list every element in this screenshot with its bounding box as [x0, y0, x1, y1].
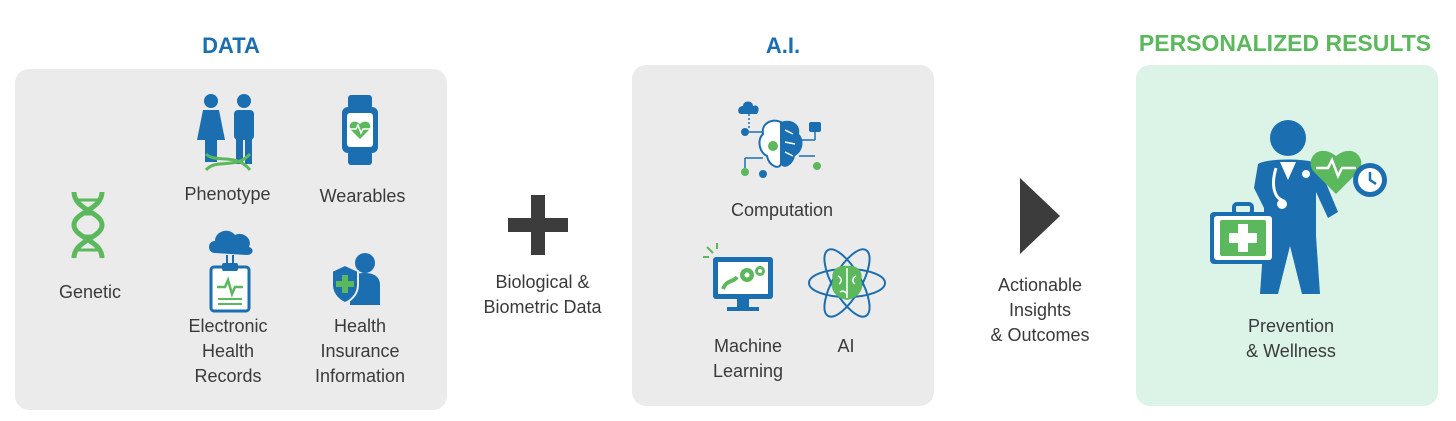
plus-icon — [508, 195, 568, 255]
plus-connector-label: Biological & Biometric Data — [470, 270, 615, 320]
doctor-heart-icon — [1210, 118, 1392, 294]
ml-label-line-2: Learning — [712, 361, 784, 381]
arrow-connector-label: Actionable Insights & Outcomes — [965, 273, 1115, 348]
insurance-label: Health Insurance Information — [295, 314, 425, 389]
phenotype-label: Phenotype — [184, 184, 271, 204]
wearables-label: Wearables — [319, 186, 406, 206]
data-heading: DATA — [202, 33, 260, 58]
insurance-label-line-3: Information — [314, 366, 406, 386]
ehr-label: Electronic Health Records — [166, 314, 290, 389]
arrow-label-line-2: Insights — [1008, 300, 1072, 320]
prevention-wellness-label: Prevention & Wellness — [1226, 314, 1356, 364]
ehr-label-line-3: Records — [194, 366, 262, 386]
insurance-label-line-2: Insurance — [320, 341, 400, 361]
ai-label: AI — [837, 336, 855, 356]
prevention-label-line-2: & Wellness — [1246, 341, 1336, 361]
computation-label: Computation — [730, 200, 834, 220]
ai-heading: A.I. — [765, 33, 801, 58]
cloud-clipboard-icon — [205, 227, 255, 313]
arrow-label-line-3: & Outcomes — [990, 325, 1090, 345]
plus-label-line-2: Biometric Data — [483, 297, 602, 317]
ehr-label-line-2: Health — [201, 341, 255, 361]
ml-label-line-1: Machine — [713, 336, 783, 356]
plus-label-line-1: Biological & — [495, 272, 590, 292]
results-heading: PERSONALIZED RESULTS — [1138, 30, 1432, 56]
monitor-gears-icon — [703, 243, 777, 317]
smartwatch-icon — [340, 95, 380, 165]
dna-icon — [66, 190, 110, 260]
arrow-label-line-1: Actionable — [997, 275, 1083, 295]
play-arrow-icon — [1020, 178, 1060, 254]
prevention-label-line-1: Prevention — [1247, 316, 1335, 336]
ehr-label-line-1: Electronic — [188, 316, 268, 336]
insurance-label-line-1: Health — [333, 316, 387, 336]
brain-circuit-icon — [735, 100, 827, 184]
brain-atom-icon — [806, 248, 888, 318]
machine-learning-label: Machine Learning — [688, 334, 808, 384]
genetic-label: Genetic — [58, 282, 122, 302]
shield-person-icon — [330, 253, 380, 305]
people-dna-icon — [192, 92, 264, 174]
